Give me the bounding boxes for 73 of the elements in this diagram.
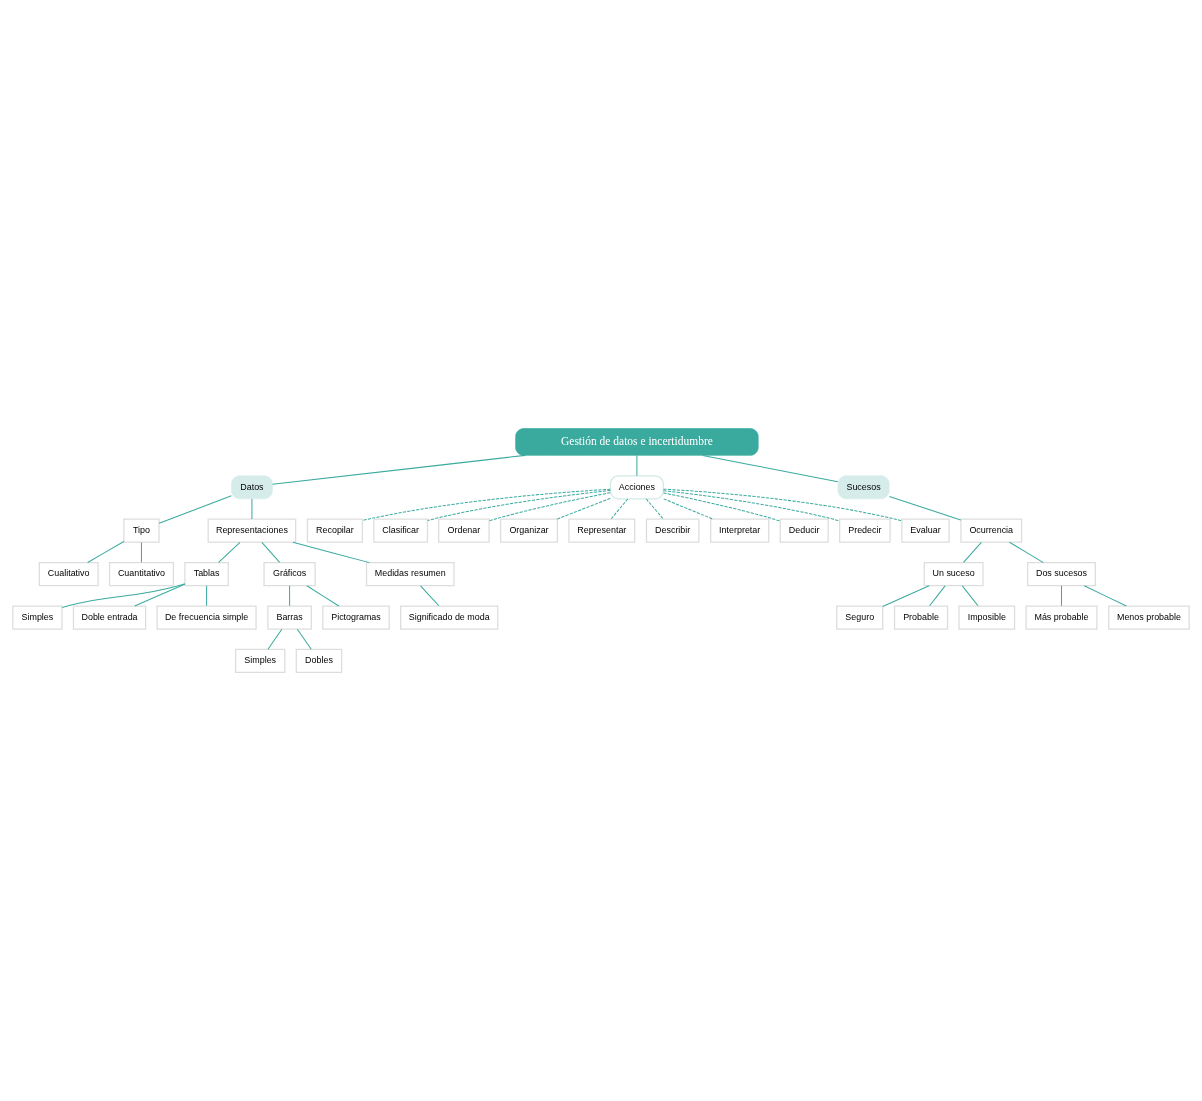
node-box: Significado de moda (400, 605, 499, 630)
node-box: Cuantitativo (108, 562, 175, 587)
connector (888, 495, 962, 521)
node-box: Evaluar (901, 518, 950, 543)
connector (306, 585, 340, 607)
connector (218, 541, 241, 563)
connector (251, 498, 253, 520)
connector (362, 488, 611, 522)
node-box: Tipo (123, 518, 160, 543)
connector (206, 585, 208, 607)
connector (261, 541, 281, 563)
connector (882, 585, 930, 608)
connector (158, 495, 232, 524)
connector (645, 498, 664, 520)
node-box: Imposible (958, 605, 1016, 630)
connector (662, 490, 841, 522)
node-box: Tablas (184, 562, 229, 587)
node-box: De frecuencia simple (156, 605, 257, 630)
node-box: Simples (235, 648, 286, 674)
connector (663, 488, 903, 522)
node-box: Deducir (779, 518, 829, 543)
connector (702, 454, 839, 483)
connector (134, 583, 186, 607)
node-box: Recopilar (306, 518, 363, 543)
node-box: Un suceso (923, 562, 984, 587)
node-box: Dos sucesos (1027, 562, 1096, 587)
node-box: Simples (12, 605, 63, 630)
connector (663, 498, 714, 520)
connector (140, 541, 142, 563)
connector (87, 541, 125, 563)
connector (61, 583, 186, 609)
node-box: Datos (231, 475, 273, 500)
node-box: Medidas resumen (365, 562, 455, 587)
connector (1009, 541, 1044, 564)
connector (929, 585, 946, 607)
node-box: Gráficos (263, 562, 316, 587)
connector (267, 628, 283, 650)
connector (289, 585, 291, 607)
connector (963, 541, 982, 563)
node-box: Cualitativo (38, 562, 99, 587)
connector (1083, 585, 1127, 607)
node-box: Doble entrada (72, 605, 147, 630)
node-box: Seguro (836, 605, 884, 630)
node-box: Gestión de datos e incertidumbre (515, 428, 759, 456)
node-box: Menos probable (1108, 605, 1190, 630)
connector (636, 455, 638, 477)
node-box: Clasificar (373, 518, 429, 543)
connector (272, 454, 526, 485)
node-box: Dobles (295, 648, 343, 674)
node-box: Describir (645, 518, 700, 543)
node-box: Sucesos (837, 475, 890, 500)
connector (420, 585, 440, 607)
connector (1061, 585, 1062, 607)
connector (296, 628, 312, 650)
node-box: Organizar (499, 518, 559, 543)
node-box: Ocurrencia (960, 518, 1023, 543)
connector (556, 497, 611, 520)
node-box: Acciones (609, 475, 665, 500)
connector (488, 492, 611, 522)
node-box: Ordenar (438, 518, 490, 543)
connector (610, 498, 629, 520)
node-box: Representar (568, 518, 636, 543)
node-box: Pictogramas (322, 605, 390, 630)
node-box: Más probable (1025, 605, 1098, 630)
node-box: Representaciones (207, 518, 297, 543)
node-box: Barras (267, 605, 312, 630)
node-box: Predecir (839, 518, 891, 543)
connector (427, 490, 611, 522)
node-box: Probable (893, 605, 949, 630)
connector (662, 492, 781, 522)
connector (961, 585, 979, 607)
connector (292, 541, 370, 564)
node-box: Interpretar (710, 518, 770, 543)
